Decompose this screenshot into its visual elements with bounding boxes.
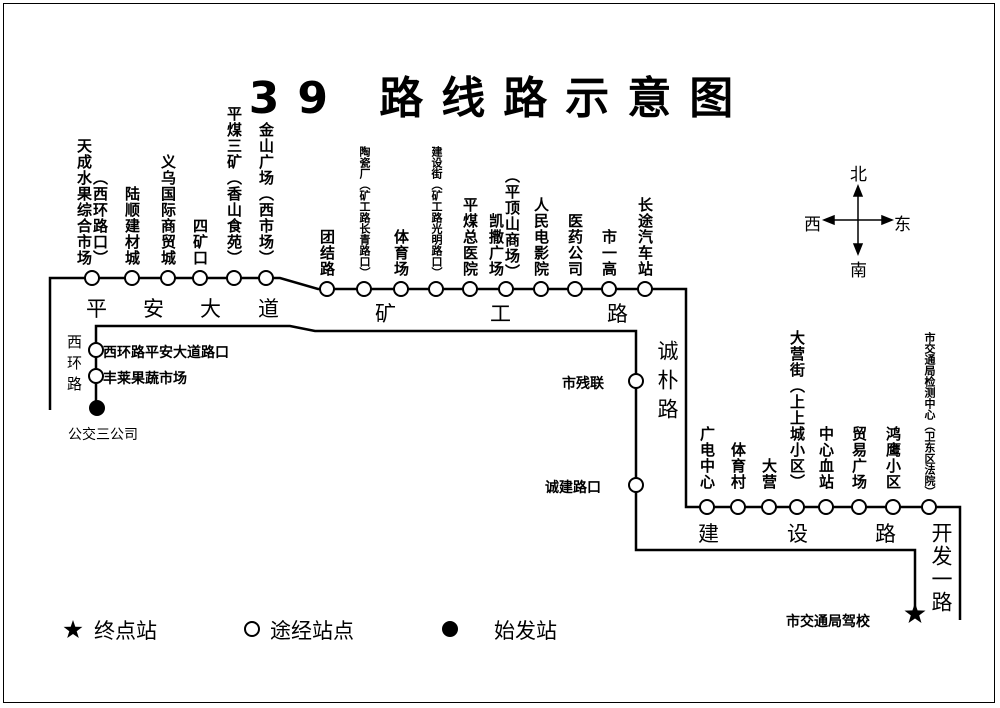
compass-icon	[821, 183, 895, 257]
station-name: 凯撒广场	[487, 213, 505, 277]
station-stop-marker[interactable]	[428, 281, 444, 297]
road-label: 设	[787, 522, 808, 546]
station-stop-marker[interactable]	[84, 270, 100, 286]
frame-border	[3, 3, 995, 703]
station-stop-marker[interactable]	[885, 499, 901, 515]
station-name: 平煤总医院	[461, 197, 479, 277]
station-name: 市一高	[600, 229, 618, 277]
station-name: 鸿鹰小区	[884, 426, 902, 490]
station-stop-marker[interactable]	[192, 270, 208, 286]
station-stop-marker[interactable]	[818, 499, 834, 515]
station-stop-marker[interactable]	[628, 373, 644, 389]
station-name: （西环路口）	[91, 170, 109, 266]
page-title: 39 路线路示意图	[248, 73, 752, 124]
compass-south: 南	[850, 261, 867, 281]
road-label: 工	[490, 302, 511, 326]
road-label: 安	[143, 297, 164, 321]
station-stop-marker[interactable]	[226, 270, 242, 286]
station-name: 医药公司	[566, 213, 584, 277]
station-name: 体育村	[729, 442, 747, 490]
return-line	[94, 324, 917, 612]
station-stop-marker[interactable]	[124, 270, 140, 286]
station-label: 西环路平安大道路口	[103, 345, 229, 361]
station-name: 中心血站	[817, 426, 835, 490]
station-stop-marker[interactable]	[319, 281, 335, 297]
station-stop-marker[interactable]	[356, 281, 372, 297]
station-stop-marker[interactable]	[730, 499, 746, 515]
station-name: 建设街（矿工路光明路口）	[430, 146, 443, 278]
station-label: 丰莱果蔬市场	[103, 371, 187, 387]
station-name: 体育场	[392, 229, 410, 277]
station-name: 平煤三矿（香山食苑）	[225, 106, 243, 266]
station-name: 大营	[760, 458, 778, 490]
station-name: 义乌国际商贸城	[159, 154, 177, 266]
compass-west: 西	[804, 215, 821, 235]
station-stop-marker[interactable]	[88, 368, 104, 384]
station-name: 贸易广场	[850, 426, 868, 490]
road-label: 矿	[375, 302, 396, 326]
station-stop-marker[interactable]	[851, 499, 867, 515]
start-station-label: 公交三公司	[68, 427, 138, 443]
station-stop-marker[interactable]	[789, 499, 805, 515]
compass-east: 东	[894, 215, 911, 235]
road-label-xihuan: 西环路	[65, 334, 83, 397]
station-name: 市交通局检测中心（卫东区法院）	[923, 332, 936, 497]
station-stop-marker[interactable]	[393, 281, 409, 297]
station-stop-marker[interactable]	[921, 499, 937, 515]
station-name: 金山广场（西市场）	[257, 122, 275, 266]
road-label: 建	[698, 522, 719, 546]
compass-north: 北	[850, 165, 867, 185]
legend-terminal: 终点站	[94, 619, 157, 643]
station-stop-marker[interactable]	[637, 281, 653, 297]
station-name: 陶瓷厂（矿工路长青路口）	[358, 146, 371, 278]
station-name: 陆顺建材城	[123, 186, 141, 266]
station-stop-marker[interactable]	[533, 281, 549, 297]
station-stop-marker[interactable]	[567, 281, 583, 297]
filled-circle-icon	[442, 621, 458, 637]
terminal-station-label: 市交通局驾校	[786, 614, 870, 630]
station-name: 天成水果综合市场	[75, 138, 93, 266]
station-name: 大营街（上上城小区）	[788, 330, 806, 490]
station-stop-marker[interactable]	[160, 270, 176, 286]
station-stop-marker[interactable]	[462, 281, 478, 297]
road-label: 道	[258, 297, 279, 321]
start-station-marker	[89, 400, 105, 416]
road-label: 路	[607, 302, 628, 326]
road-label: 路	[875, 522, 896, 546]
station-label: 诚建路口	[545, 480, 601, 496]
station-name: 四矿口	[191, 218, 209, 266]
station-stop-marker[interactable]	[628, 477, 644, 493]
station-stop-marker[interactable]	[88, 342, 104, 358]
station-label: 市残联	[562, 376, 604, 392]
road-label-chengpu: 诚朴路	[655, 340, 679, 427]
road-label: 平	[86, 297, 107, 321]
station-stop-marker[interactable]	[699, 499, 715, 515]
legend-stop: 途经站点	[270, 619, 354, 643]
station-stop-marker[interactable]	[498, 281, 514, 297]
station-stop-marker[interactable]	[761, 499, 777, 515]
station-stop-marker[interactable]	[258, 270, 274, 286]
station-name: 人民电影院	[532, 197, 550, 277]
terminal-star-icon	[904, 603, 926, 623]
road-label: 大	[200, 297, 221, 321]
station-name: 长途汽车站	[636, 197, 654, 277]
station-name: 团结路	[318, 229, 336, 277]
legend-start: 始发站	[494, 619, 557, 643]
station-stop-marker[interactable]	[601, 281, 617, 297]
star-icon	[63, 620, 83, 638]
station-name: （平顶山商场）	[503, 168, 521, 280]
hollow-circle-icon	[244, 621, 260, 637]
road-label-kaifa: 开发一路	[929, 522, 953, 614]
station-name: 广电中心	[698, 426, 716, 490]
